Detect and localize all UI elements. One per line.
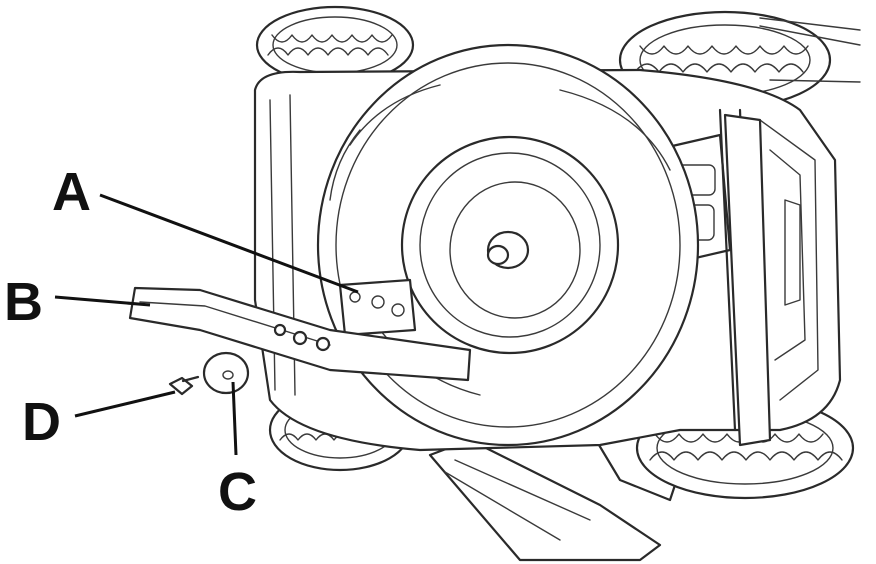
blade-bolt (168, 375, 200, 396)
callout-c: C (218, 462, 257, 522)
leader-line-a (99, 193, 359, 294)
callout-b: B (4, 272, 43, 332)
leader-line-b (54, 295, 151, 307)
blade-washer (202, 351, 250, 395)
callout-d: D (22, 392, 61, 452)
callout-a: A (52, 162, 91, 222)
leader-line-c (231, 381, 238, 456)
blade-adapter (338, 278, 417, 337)
blade-spindle (400, 135, 620, 355)
cutting-blade (128, 286, 472, 382)
leader-line-d (74, 390, 176, 418)
